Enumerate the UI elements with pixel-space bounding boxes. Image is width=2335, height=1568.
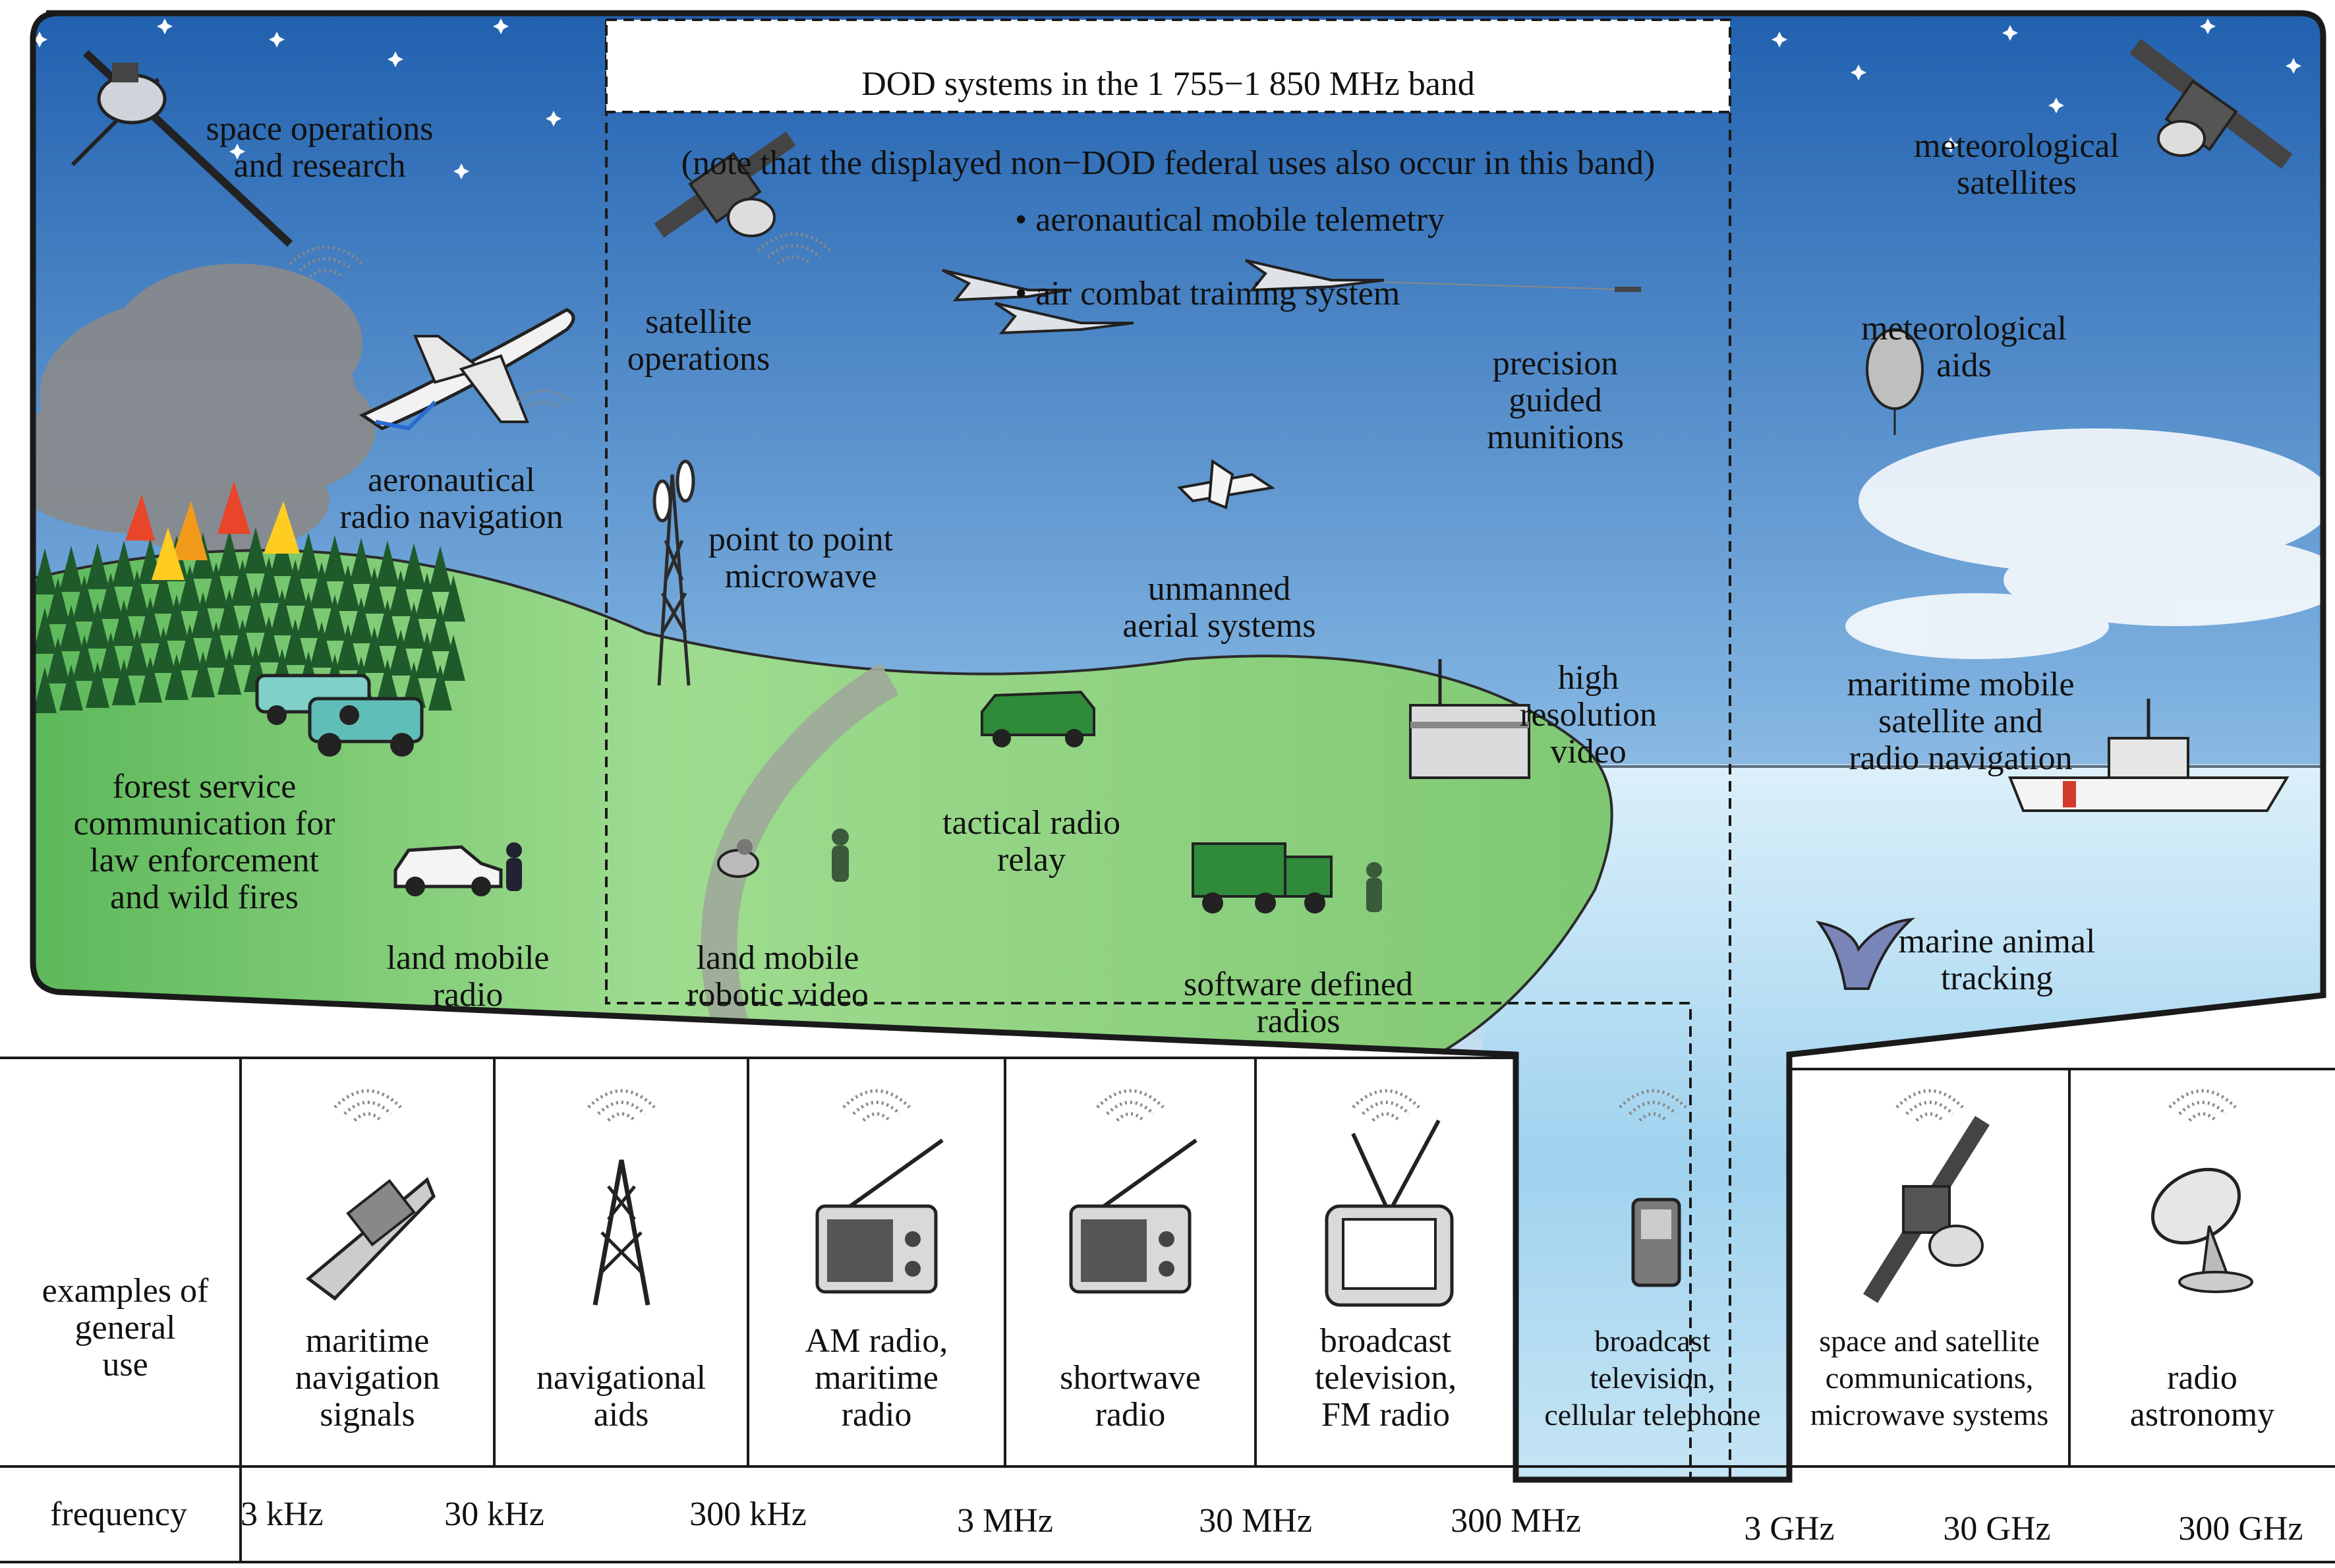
- dod-title-line-2: (note that the displayed non−DOD federal…: [681, 144, 1656, 182]
- dod-bullet-item: • air combat training system: [1015, 275, 1400, 312]
- radio-icon: [804, 1081, 949, 1318]
- dod-box-title: DOD systems in the 1 755−1 850 MHz band …: [606, 25, 1730, 223]
- tactical-vehicle-icon: [981, 690, 1095, 747]
- frequency-label: 300 GHz: [2178, 1510, 2303, 1548]
- space-probe-icon: [71, 49, 293, 247]
- radio-telescope-icon: [2130, 1081, 2275, 1318]
- clouds: [1845, 428, 2323, 659]
- airplane-icon: [359, 308, 575, 431]
- frequency-label: 3 GHz: [1744, 1510, 1835, 1548]
- fighter-jets-icon: [942, 259, 1385, 335]
- dod-title-box: [605, 18, 1731, 113]
- television-icon: [1313, 1081, 1458, 1318]
- soldier-icon: [832, 828, 849, 882]
- munition-trail: [1383, 281, 1642, 291]
- signal-waves-icon: [757, 232, 832, 266]
- robot-icon: [717, 839, 759, 878]
- forest-service-truck-icon: [255, 674, 424, 757]
- dod-bullets: • aeronautical mobile telemetry • air co…: [1015, 165, 1542, 349]
- wild-fire: [125, 481, 300, 580]
- radio-tower-icon: [549, 1081, 694, 1318]
- person-icon: [506, 842, 522, 891]
- hillside: [33, 549, 1613, 1082]
- police-car-icon: [393, 845, 503, 896]
- weather-satellite-icon: [2129, 38, 2293, 169]
- radio-icon: [1058, 1081, 1203, 1318]
- frequency-label: 3 kHz: [241, 1495, 324, 1533]
- building-icon: [1409, 659, 1530, 779]
- frequency-label: 30 GHz: [1943, 1510, 2051, 1548]
- row-header-frequency: frequency: [50, 1495, 187, 1533]
- stars: [33, 18, 2301, 179]
- cell-phone-icon: [1580, 1081, 1725, 1318]
- weather-balloon-icon: [1866, 328, 1924, 435]
- frequency-label: 30 kHz: [444, 1495, 544, 1533]
- army-truck-icon: [1192, 842, 1333, 914]
- cargo-ship-icon: [295, 1081, 440, 1318]
- uav-icon: [1176, 459, 1276, 509]
- dod-title-line-1: DOD systems in the 1 755−1 850 MHz band: [861, 65, 1475, 103]
- frequency-label: 3 MHz: [957, 1502, 1053, 1540]
- coast-guard-ship-icon: [2008, 699, 2290, 812]
- frequency-label: 30 MHz: [1199, 1502, 1312, 1540]
- guided-munition-icon: [1615, 287, 1641, 292]
- signal-waves-icon: [516, 389, 571, 411]
- frequency-label: 300 MHz: [1451, 1502, 1581, 1540]
- frequency-label: 300 kHz: [689, 1495, 807, 1533]
- dod-bullet-item: • aeronautical mobile telemetry: [1015, 201, 1445, 239]
- scene-frame: [30, 10, 2326, 1483]
- soldier-icon: [1366, 862, 1382, 912]
- microwave-tower-icon: [652, 459, 695, 686]
- satellite-icon: [654, 131, 796, 238]
- road: [701, 662, 899, 1033]
- signal-waves-icon: [289, 245, 364, 279]
- satellite-icon: [1857, 1081, 2002, 1318]
- whale-tail-icon: [1816, 917, 1916, 990]
- forest: [33, 527, 465, 713]
- frequency-table: [0, 1057, 2335, 1563]
